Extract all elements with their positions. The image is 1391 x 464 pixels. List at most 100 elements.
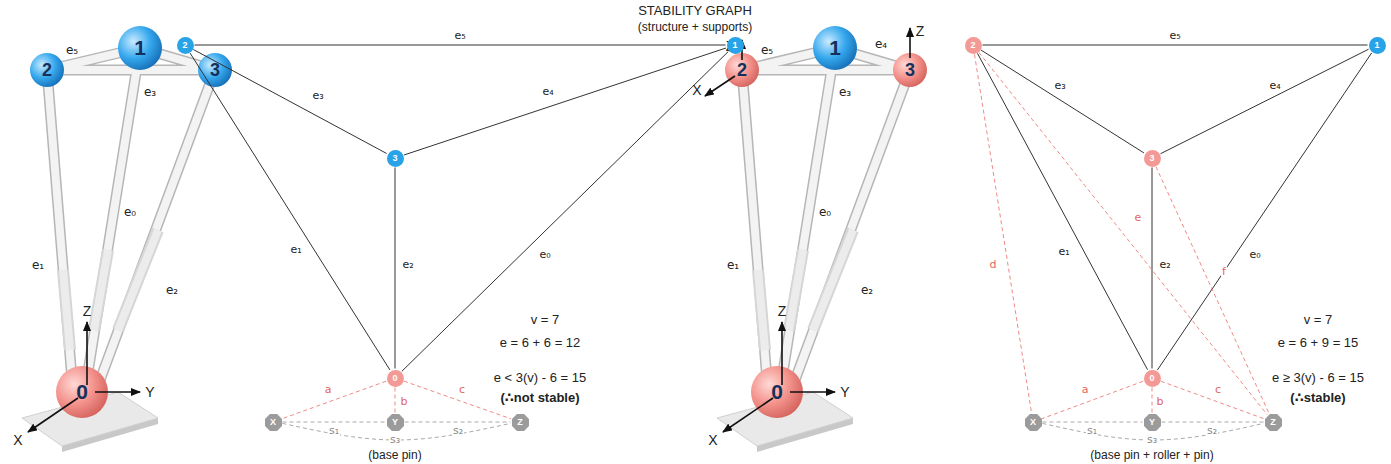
edge-label: s₁ <box>328 425 340 437</box>
support-edge <box>1152 388 1153 413</box>
count-note: e ≥ 3(v) - 6 = 15 <box>1272 371 1364 385</box>
member-label: e₂ <box>166 284 178 297</box>
support-node: X <box>265 414 282 431</box>
joint-number: 2 <box>737 61 747 80</box>
member-label: e₁ <box>32 259 44 272</box>
truss-frame <box>22 48 215 452</box>
edge-label: a <box>324 384 333 396</box>
support-edge <box>283 422 386 423</box>
subtitle: (structure + supports) <box>638 21 752 34</box>
support-node: Y <box>387 414 404 431</box>
support-edge <box>404 381 511 419</box>
member-label: e₃ <box>839 86 851 99</box>
node-number: 0 <box>392 374 397 383</box>
node-number: 1 <box>1374 41 1379 50</box>
edge-label: e₃ <box>1053 80 1066 92</box>
joint-node: 3 <box>387 150 404 167</box>
node-number: X <box>270 418 276 427</box>
count-note: e = 6 + 9 = 15 <box>1278 336 1359 350</box>
support-edge <box>395 388 396 413</box>
node-number: 2 <box>182 41 187 50</box>
edge-label: e <box>1134 212 1143 224</box>
joint-number: 2 <box>42 61 52 80</box>
member-label: e₃ <box>144 86 156 99</box>
edge-label: e₄ <box>541 86 554 98</box>
axis-label: Z <box>916 24 925 39</box>
joint-number: 1 <box>134 37 146 59</box>
count-note: v = 7 <box>1304 313 1333 327</box>
edge-label: e₁ <box>1057 246 1070 258</box>
member-edge <box>402 52 728 372</box>
axis-label: X <box>692 83 701 98</box>
edge-label: f <box>1221 266 1227 278</box>
joint-node: 1 <box>727 37 744 54</box>
support-edge <box>282 381 386 419</box>
support-edge <box>979 52 1267 414</box>
axis-label: X <box>708 433 717 448</box>
support-node: X <box>1025 414 1042 431</box>
truss-frame <box>717 48 910 452</box>
edge-label: e₅ <box>1168 30 1181 42</box>
support-caption: (base pin + roller + pin) <box>1090 449 1213 462</box>
member-edge <box>983 45 1368 46</box>
member-edge <box>977 53 1147 369</box>
node-number: 1 <box>732 41 737 50</box>
edge-label: b <box>1156 396 1165 408</box>
member-label: e₄ <box>875 38 887 51</box>
joint-number: 3 <box>905 61 915 80</box>
edge-label: s₁ <box>1086 425 1098 437</box>
axis-label: Z <box>778 304 787 319</box>
edge-label: e₃ <box>311 90 324 102</box>
node-number: 0 <box>1149 374 1154 383</box>
member-label: e₀ <box>819 206 831 219</box>
diagram-title: STABILITY GRAPH <box>638 4 752 18</box>
support-node: Y <box>1144 414 1161 431</box>
edge-label: e₀ <box>538 249 551 261</box>
joint-number: 1 <box>829 37 841 59</box>
edge-label: s₂ <box>1206 425 1218 437</box>
edge-label: s₂ <box>452 425 464 437</box>
edge-label: s₃ <box>1146 434 1158 446</box>
axis-arrows <box>28 322 140 432</box>
member-edge <box>1160 49 1368 153</box>
joint-node: 1 <box>1369 37 1386 54</box>
member-label: e₅ <box>761 44 773 57</box>
support-caption: (base pin) <box>368 449 421 462</box>
edge-label: a <box>1081 384 1090 396</box>
member-edge <box>395 168 396 369</box>
edge-label: c <box>1214 384 1222 396</box>
count-note: e < 3(v) - 6 = 15 <box>494 371 587 385</box>
member-edge <box>195 45 726 46</box>
joint-node: 2 <box>177 37 194 54</box>
support-edge <box>1043 422 1143 423</box>
joint-number: 0 <box>76 381 88 403</box>
support-node: Z <box>512 414 529 431</box>
axis-label: X <box>13 433 22 448</box>
edge-label: b <box>400 396 409 408</box>
joint-node: 0 <box>1144 370 1161 387</box>
node-number: Y <box>392 418 398 427</box>
node-number: 3 <box>392 154 397 163</box>
node-number: Z <box>517 418 523 427</box>
count-note: (∴not stable) <box>500 391 579 405</box>
axis-label: Y <box>840 385 849 400</box>
member-label: e₂ <box>861 284 873 297</box>
edge-label: e₅ <box>453 30 466 42</box>
node-number: 2 <box>970 41 975 50</box>
member-label: e₀ <box>124 206 136 219</box>
member-edge <box>193 50 386 154</box>
member-edge <box>1152 168 1153 369</box>
support-edge <box>1161 381 1264 419</box>
joint-node: 3 <box>1144 150 1161 167</box>
axis-label: Y <box>145 385 154 400</box>
joint-node: 2 <box>965 37 982 54</box>
node-number: Z <box>1270 418 1276 427</box>
count-note: (∴stable) <box>1290 391 1345 405</box>
support-axes <box>705 28 910 96</box>
count-note: v = 7 <box>531 313 560 327</box>
edge-label: s₃ <box>389 434 401 446</box>
edge-label: e₀ <box>1248 249 1261 261</box>
